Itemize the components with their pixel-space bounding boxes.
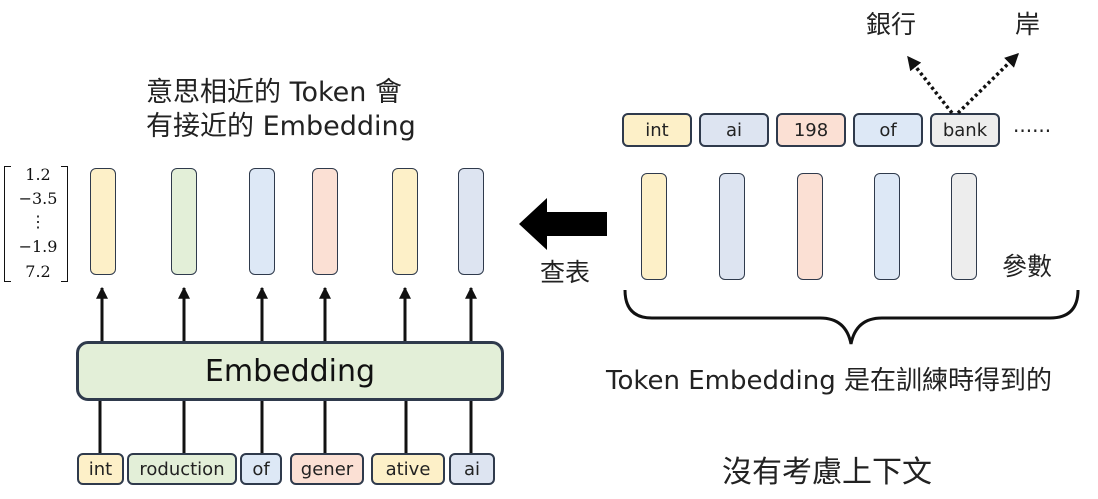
output-vector-4 bbox=[392, 168, 418, 275]
output-vector-0 bbox=[90, 168, 116, 275]
lookup-arrow bbox=[519, 198, 607, 250]
headline-line-2: 有接近的 Embedding bbox=[146, 111, 416, 142]
up-arrows bbox=[96, 286, 477, 341]
vector-value: 1.2 bbox=[25, 165, 51, 184]
vocab-token-198: 198 bbox=[776, 113, 846, 147]
bank-to-shore-arrow bbox=[956, 52, 1020, 115]
vector-right-bracket bbox=[61, 166, 68, 282]
output-vector-5 bbox=[458, 168, 484, 275]
input-token-ative: ative bbox=[371, 453, 445, 485]
vocab-token-ai: ai bbox=[699, 113, 769, 147]
embedding-layer-box: Embedding bbox=[76, 341, 504, 401]
meaning-bank-financial: 銀行 bbox=[866, 10, 917, 39]
vocab-vector-4 bbox=[951, 173, 977, 280]
vocab-token-int: int bbox=[622, 113, 692, 147]
vocab-vector-3 bbox=[874, 173, 900, 280]
params-brace bbox=[623, 289, 1080, 345]
lookup-label: 查表 bbox=[540, 258, 591, 287]
input-token-roduction: roduction bbox=[127, 453, 237, 485]
input-token-gener: gener bbox=[290, 453, 364, 485]
input-connectors bbox=[98, 401, 473, 453]
vocab-token-bank: bank bbox=[930, 113, 1000, 147]
headline-line-1: 意思相近的 Token 會 bbox=[146, 77, 402, 108]
vocab-vector-0 bbox=[641, 173, 667, 280]
training-caption: Token Embedding 是在訓練時得到的 bbox=[606, 366, 1052, 396]
output-vector-3 bbox=[312, 168, 338, 275]
meaning-bank-shore: 岸 bbox=[1015, 10, 1041, 39]
vocab-token-of: of bbox=[853, 113, 923, 147]
bank-to-financial-arrow bbox=[906, 55, 954, 115]
vector-value: −3.5 bbox=[18, 189, 58, 208]
input-token-of: of bbox=[240, 453, 282, 485]
no-context-caption: 沒有考慮上下文 bbox=[722, 455, 932, 490]
vector-value: −1.9 bbox=[18, 237, 58, 256]
input-token-int: int bbox=[77, 453, 124, 485]
vocab-vector-1 bbox=[719, 173, 745, 280]
vector-ellipsis: ⋮ bbox=[30, 212, 46, 231]
vocab-ellipsis: ...... bbox=[1013, 113, 1052, 137]
embedding-layer-label: Embedding bbox=[204, 353, 376, 389]
output-vector-2 bbox=[249, 168, 275, 275]
example-vector: 1.2 −3.5 ⋮ −1.9 7.2 bbox=[4, 166, 68, 282]
vector-left-bracket bbox=[4, 166, 11, 282]
vector-value: 7.2 bbox=[25, 262, 51, 281]
input-token-ai: ai bbox=[449, 453, 495, 485]
params-label: 參數 bbox=[1002, 252, 1053, 281]
output-vector-1 bbox=[171, 168, 197, 275]
vocab-vector-2 bbox=[797, 173, 823, 280]
